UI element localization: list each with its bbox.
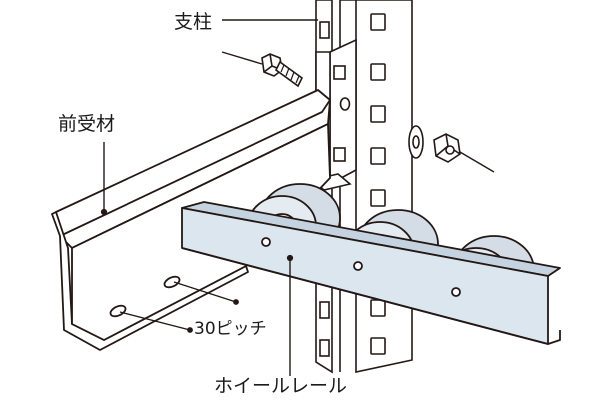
- pitch-label: 30ピッチ: [194, 319, 267, 339]
- front-beam-label: 前受材: [58, 113, 115, 135]
- bolt-icon: [261, 53, 304, 88]
- washer-nut-icon: [408, 125, 461, 163]
- leader-lines: [100, 19, 495, 376]
- post-label: 支柱: [174, 11, 212, 33]
- post-slots: [370, 13, 386, 355]
- pitch-dimension: [119, 281, 239, 333]
- wheel-rail-label: ホイールレール: [214, 375, 347, 397]
- bracket-plate: [310, 38, 357, 192]
- wheel-rail: [181, 201, 561, 345]
